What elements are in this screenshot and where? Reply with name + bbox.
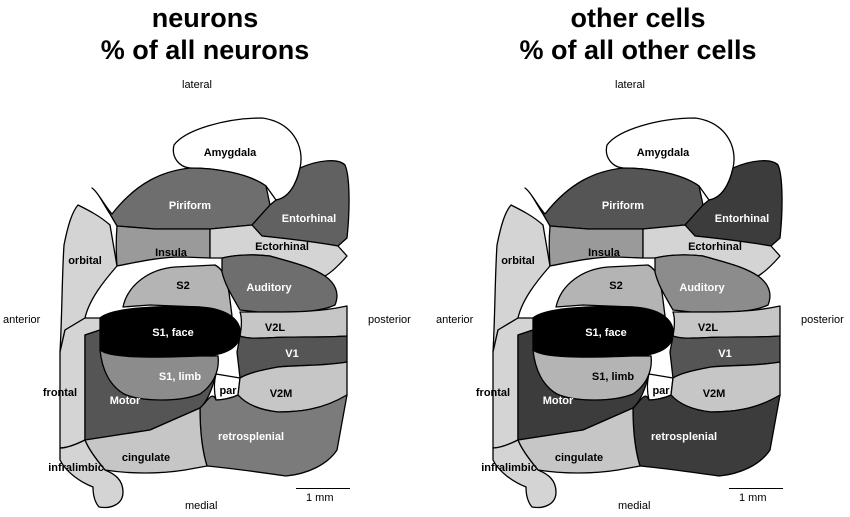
right-region-label-s2: S2 [609,280,622,292]
left-region-infralimbic [59,439,124,509]
right-region-label-v1: V1 [718,348,731,360]
left-region-label-v2m: V2M [270,388,293,400]
left-region-label-ectorhinal: Ectorhinal [255,241,309,253]
left-title-line1: neurons [151,3,259,33]
right-region-label-motor: Motor [543,395,574,407]
right-region-s2 [555,264,666,317]
left-region-label-v2l: V2L [265,322,285,334]
right-region-infralimbic [492,439,557,509]
left-region-label-s1limb: S1, limb [159,371,201,383]
left-region-auditory [221,254,338,313]
left-region-label-auditory: Auditory [246,282,292,294]
left-region-piriform [91,167,271,230]
left-scale-bar [296,488,350,489]
right-region-label-v2l: V2L [698,322,718,334]
left-region-label-entorhinal: Entorhinal [282,213,336,225]
right-region-label-auditory: Auditory [679,282,725,294]
right-region-label-infralimbic: infralimbic [481,462,537,474]
right-region-label-retrosplenial: retrosplenial [651,431,717,443]
left-region-label-s2: S2 [176,280,189,292]
right-region-label-ectorhinal: Ectorhinal [688,241,742,253]
right-panel-title: other cells % of all other cells [473,2,803,66]
right-region-label-insula: Insula [588,247,621,259]
right-region-label-amygdala: Amygdala [637,147,690,159]
right-region-label-frontal: frontal [476,387,510,399]
left-medial-label: medial [185,500,218,512]
left-region-insula [115,225,211,267]
left-scale-label: 1 mm [306,492,334,504]
left-region-label-amygdala: Amygdala [204,147,257,159]
right-region-label-cingulate: cingulate [555,452,603,464]
right-region-insula [548,225,644,267]
right-region-label-s1face: S1, face [585,327,627,339]
left-region-label-s1face: S1, face [152,327,194,339]
left-region-label-piriform: Piriform [169,200,211,212]
left-region-label-motor: Motor [110,395,141,407]
right-medial-label: medial [618,500,651,512]
left-posterior-label: posterior [368,314,411,326]
left-region-label-par: par [219,385,237,397]
right-posterior-label: posterior [801,314,844,326]
left-region-label-insula: Insula [155,247,188,259]
right-region-label-orbital: orbital [501,255,535,267]
right-title-line2: % of all other cells [519,35,757,65]
right-scale-label: 1 mm [739,492,767,504]
right-lateral-label: lateral [615,79,645,91]
right-region-label-piriform: Piriform [602,200,644,212]
right-region-label-s1limb: S1, limb [592,371,634,383]
left-region-label-frontal: frontal [43,387,77,399]
left-panel-title: neurons % of all neurons [40,2,370,66]
left-anterior-label: anterior [3,314,41,326]
right-region-retrosplenial [632,394,781,477]
right-region-s1limb [532,349,652,401]
right-region-auditory [654,254,771,313]
right-region-label-v2m: V2M [703,388,726,400]
right-anterior-label: anterior [436,314,474,326]
left-region-label-infralimbic: infralimbic [48,462,104,474]
right-region-label-par: par [652,385,670,397]
right-region-label-entorhinal: Entorhinal [715,213,769,225]
left-region-label-v1: V1 [285,348,298,360]
left-region-s1limb [99,349,219,401]
right-title-line1: other cells [570,3,706,33]
left-region-retrosplenial [199,394,348,477]
left-region-label-retrosplenial: retrosplenial [218,431,284,443]
left-region-label-orbital: orbital [68,255,102,267]
right-region-piriform [524,167,704,230]
left-lateral-label: lateral [182,79,212,91]
right-scale-bar [729,488,783,489]
left-region-s2 [122,264,233,317]
left-title-line2: % of all neurons [100,35,310,65]
left-region-label-cingulate: cingulate [122,452,170,464]
